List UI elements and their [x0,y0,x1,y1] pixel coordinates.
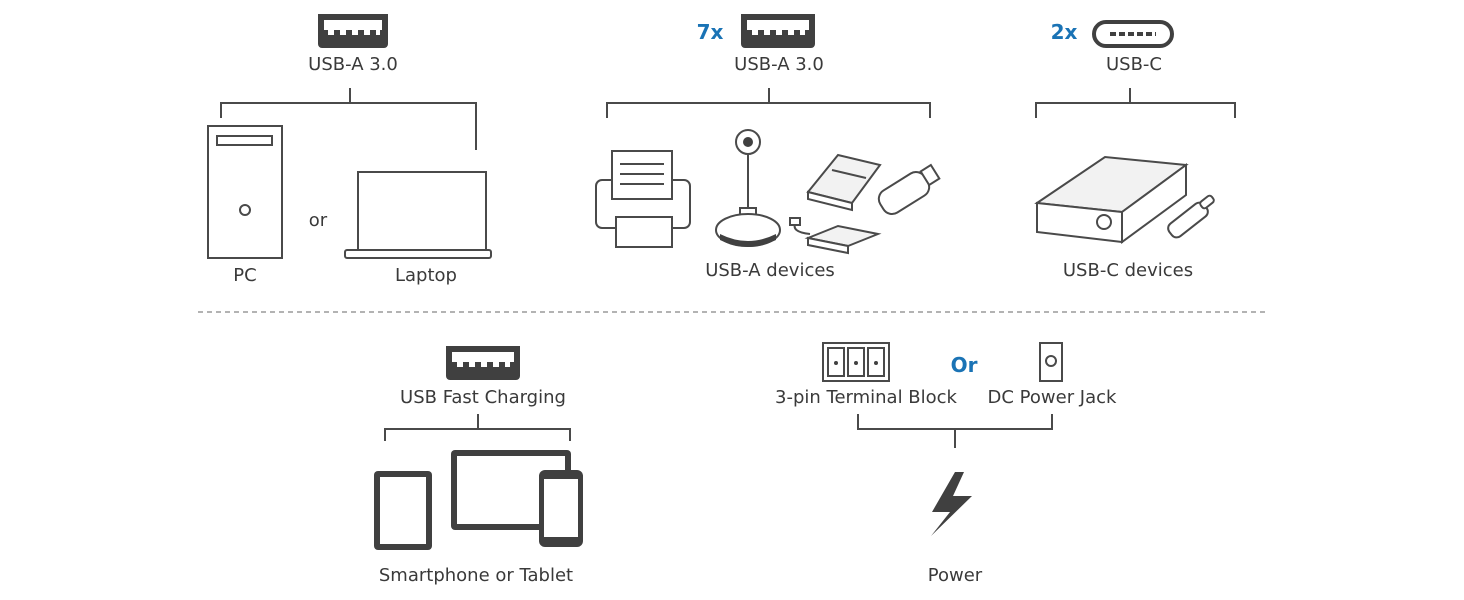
or-text: or [309,210,328,231]
host-bracket [220,88,477,150]
usb-c-bracket [1035,88,1236,118]
laptop-icon [344,171,492,259]
storage-enclosure-icon [1034,155,1189,244]
tablet-icon [374,471,432,550]
usb-a-count: 7x [697,20,724,44]
laptop-label: Laptop [395,265,457,286]
webcam-microphone-icon [715,129,781,247]
pc-label: PC [233,265,256,286]
usb-c-port-icon [1092,20,1174,48]
usb-hub-icon [789,217,882,255]
usb-c-flash-drive-icon [1167,194,1215,239]
usb-a-port-label: USB-A 3.0 [734,54,824,75]
printer-icon [595,150,691,248]
usb-a-port-icon [741,14,815,48]
usb-a-devices-label: USB-A devices [705,260,835,281]
usb-c-port-label: USB-C [1106,54,1162,75]
pc-tower-icon [207,125,283,259]
charging-port-label: USB Fast Charging [400,387,566,408]
usb-flash-drive-icon [877,163,941,216]
smartphone-icon [539,470,583,547]
usb-c-devices-label: USB-C devices [1063,260,1193,281]
dc-jack-icon [1039,342,1063,382]
lightning-icon [931,472,972,536]
dc-jack-label: DC Power Jack [988,387,1118,408]
usb-c-count: 2x [1051,20,1078,44]
host-usb-a-port-icon [318,14,388,48]
usb-a-bracket [606,88,931,118]
charging-devices-label: Smartphone or Tablet [379,565,573,586]
terminal-block-label: 3-pin Terminal Block [775,387,958,408]
power-label: Power [928,565,983,586]
power-or-text: Or [951,353,978,377]
terminal-block-icon [822,342,890,382]
power-bracket [857,414,1053,448]
host-port-label: USB-A 3.0 [308,54,398,75]
charging-bracket [384,414,571,441]
external-drive-icon [806,153,882,212]
charging-usb-a-port-icon [446,346,520,380]
